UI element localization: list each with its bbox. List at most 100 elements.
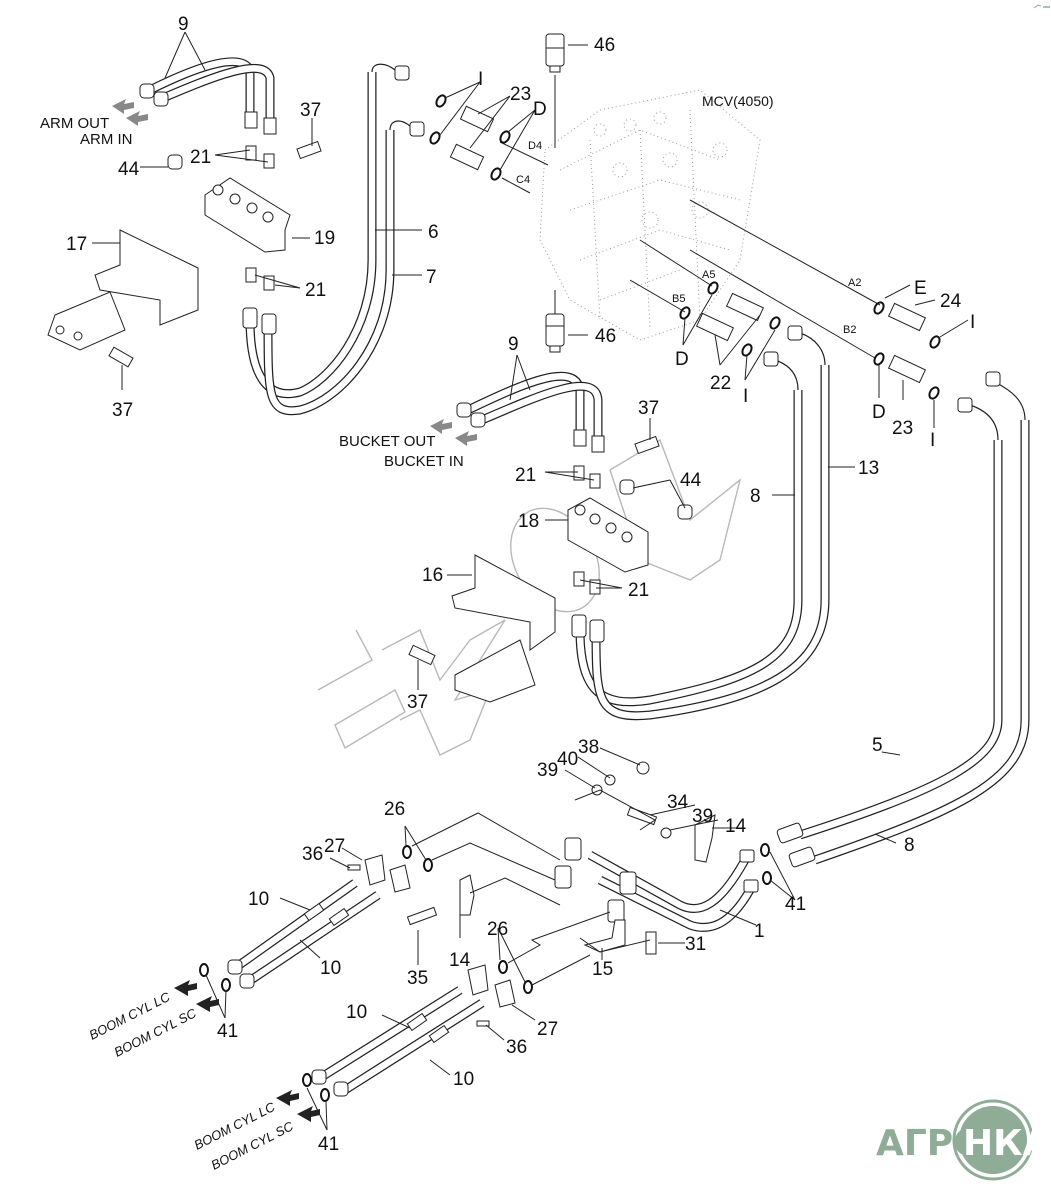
o-ring-41-f <box>320 1088 330 1102</box>
callout-22: 22 <box>710 373 731 394</box>
check-valve-46-top <box>545 33 565 73</box>
port-label-b2: B2 <box>843 324 856 336</box>
callout-d-mid: D <box>675 349 689 370</box>
callout-10-d: 10 <box>453 1069 474 1090</box>
mcv-label: MCV(4050) <box>702 93 774 109</box>
callout-6: 6 <box>428 222 439 243</box>
o-ring-d-a <box>499 130 511 144</box>
callout-leader-lines <box>92 31 969 1131</box>
o-ring-i-b <box>429 131 441 145</box>
callout-e: E <box>914 278 927 299</box>
o-ring-i-e <box>929 335 941 349</box>
logo-text-right: НКА <box>963 1123 1051 1164</box>
bolt-36-b <box>476 1020 490 1027</box>
callout-10-c: 10 <box>346 1002 367 1023</box>
callout-i-right-lower: I <box>930 430 935 451</box>
bucket-direction-arrows <box>430 419 477 446</box>
o-ring-26-d <box>523 980 533 994</box>
callout-21-bucket-lower: 21 <box>628 580 649 601</box>
callout-1: 1 <box>754 921 765 942</box>
callout-39-upper: 39 <box>537 760 558 781</box>
fitting-21-g <box>573 571 585 587</box>
bolt-31 <box>645 931 657 955</box>
port-label-a5: A5 <box>702 269 715 281</box>
callout-35: 35 <box>407 968 428 989</box>
callout-i-right-upper: I <box>970 312 975 333</box>
flange-27-d <box>494 979 516 1008</box>
callout-27-lower: 27 <box>537 1019 558 1040</box>
callout-8-right: 8 <box>904 835 915 856</box>
corner-mark <box>1033 4 1050 9</box>
callout-46-top: 46 <box>594 35 615 56</box>
port-label-a2: A2 <box>848 277 861 289</box>
callout-7: 7 <box>426 267 437 288</box>
flange-27-b <box>389 864 411 893</box>
o-ring-41-e <box>302 1073 312 1087</box>
callout-37-bracket: 37 <box>407 692 428 713</box>
o-ring-i-d <box>741 343 753 357</box>
adaptor-23-b <box>449 143 485 171</box>
bolt-37-a <box>296 140 322 160</box>
callout-d-right: D <box>872 402 886 423</box>
callout-39-lower: 39 <box>692 806 713 827</box>
callout-41-right: 41 <box>785 894 806 915</box>
callout-21-mid: 21 <box>305 280 326 301</box>
block-18 <box>567 497 649 573</box>
callout-26-lower: 26 <box>487 919 508 940</box>
arm-out-label: ARM OUT <box>40 115 109 132</box>
boom-hoses-10-upper <box>227 879 381 989</box>
callout-37-left: 37 <box>112 400 133 421</box>
callout-23-upper: 23 <box>510 84 531 105</box>
fitting-21-f <box>589 473 601 489</box>
callout-24: 24 <box>940 291 962 312</box>
o-ring-e <box>873 301 885 315</box>
adaptor-22-b <box>695 312 735 342</box>
bolt-37-c <box>634 435 660 455</box>
callout-44-bucket: 44 <box>680 470 702 491</box>
hose-5-8 <box>776 371 1030 868</box>
callout-37-upper: 37 <box>300 100 321 121</box>
bucket-out-label: BUCKET OUT <box>339 433 435 450</box>
plug-44-a <box>167 154 183 170</box>
adaptor-24 <box>887 302 927 332</box>
bucket-in-label: BUCKET IN <box>384 453 464 470</box>
washer-40 <box>604 774 616 786</box>
callout-8-mid: 8 <box>750 486 761 507</box>
arm-direction-arrows <box>112 99 148 126</box>
bolt-37-d <box>408 644 436 666</box>
fitting-21-h <box>589 579 601 595</box>
o-ring-41-b <box>762 871 772 885</box>
plug-44-b <box>619 479 635 495</box>
port-leader-lines <box>499 75 881 359</box>
logo-text-left: АГРО <box>876 1123 984 1164</box>
callout-d-upper: D <box>533 99 547 120</box>
o-ring-41-d <box>221 978 231 992</box>
flange-27-c <box>467 964 489 996</box>
callout-36-upper: 36 <box>302 844 323 865</box>
callout-10-b: 10 <box>320 958 341 979</box>
callout-14-right: 14 <box>725 816 747 837</box>
callout-34: 34 <box>667 792 689 813</box>
boom-hoses-10-lower <box>311 986 485 1097</box>
fitting-21-e <box>573 465 585 481</box>
flange-27-a <box>364 854 386 886</box>
callout-10-a: 10 <box>248 889 269 910</box>
callout-44-upper: 44 <box>118 159 140 180</box>
callout-15: 15 <box>592 959 613 980</box>
callout-46-bottom: 46 <box>595 326 616 347</box>
callout-40: 40 <box>557 749 578 770</box>
o-ring-41-a <box>760 843 770 857</box>
o-ring-26-c <box>498 960 508 974</box>
adaptor-23-c <box>887 354 927 384</box>
port-label-d4: D4 <box>528 140 542 152</box>
hose-8-13 <box>571 325 830 721</box>
adaptor-22-a <box>725 292 765 322</box>
callout-37-bucket: 37 <box>638 398 659 419</box>
block-19 <box>204 177 291 253</box>
boom-direction-arrows-upper <box>174 980 219 1012</box>
callout-19: 19 <box>314 228 335 249</box>
callout-9-bucket: 9 <box>508 334 519 355</box>
washer-39-b <box>660 827 672 839</box>
bracket-17 <box>47 229 199 351</box>
port-label-b5: B5 <box>672 293 685 305</box>
